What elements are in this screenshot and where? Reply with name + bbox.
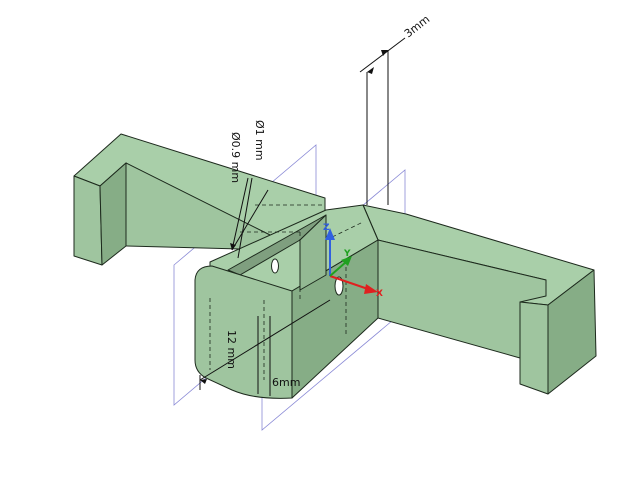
x-axis-label: X (376, 289, 383, 299)
dimension-lines (199, 37, 406, 396)
dimension-depth[interactable]: 6mm (272, 376, 300, 389)
y-axis-label: Y (343, 249, 351, 259)
z-arrow (325, 228, 335, 240)
dimension-hole-2[interactable]: Ø0.9 mm (229, 132, 242, 183)
hidden-edges (209, 204, 364, 380)
z-axis-label: Z (323, 223, 330, 233)
dimension-hole-1[interactable]: Ø1 mm (253, 120, 266, 161)
x-axis (329, 275, 369, 290)
dimension-top-width[interactable]: 3mm (402, 13, 432, 41)
coordinate-triad: Z X Y (323, 223, 383, 299)
central-block (194, 204, 379, 399)
dimension-width[interactable]: 12 mm (225, 330, 238, 369)
holes (271, 258, 344, 296)
hole-front (271, 258, 279, 274)
y-axis (329, 261, 347, 277)
dimension-arrows (200, 50, 388, 384)
right-arm (362, 204, 597, 395)
hole-side (334, 276, 344, 296)
x-arrow (364, 284, 378, 294)
y-arrow (341, 256, 352, 266)
